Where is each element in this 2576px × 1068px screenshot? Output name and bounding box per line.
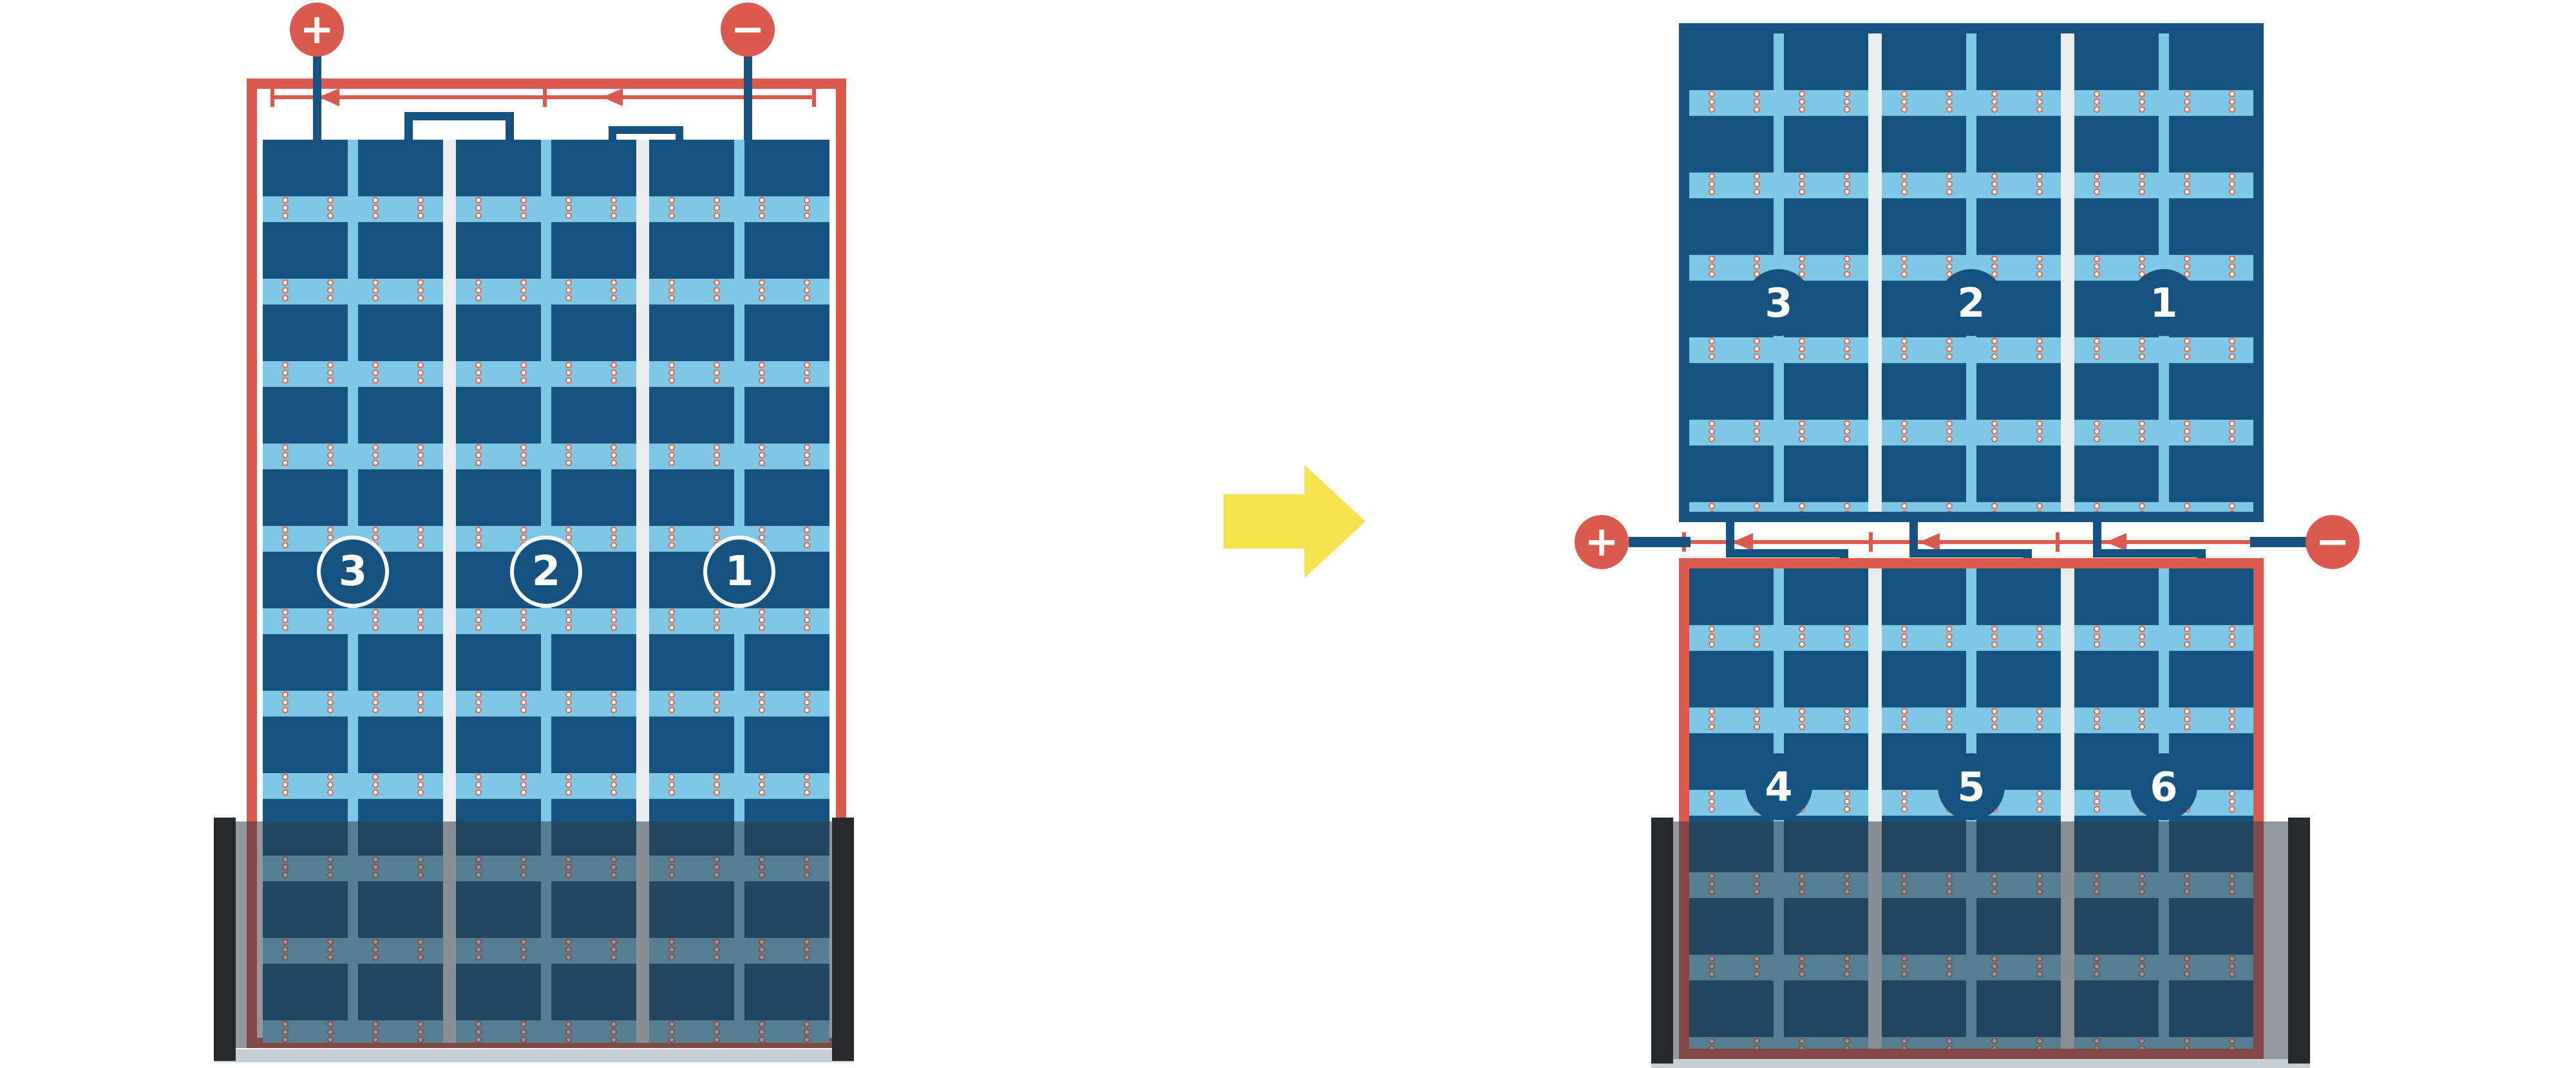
wire-tick (1869, 532, 1873, 552)
panel-number-badge: 3 (317, 536, 389, 608)
shadow-overlay (236, 821, 832, 1048)
shade-post (214, 818, 236, 1061)
panel-number: 5 (1957, 763, 1985, 810)
wire-tick (2056, 532, 2060, 552)
panel-jumper-leg (1909, 522, 1918, 549)
panel-number-badge: 1 (703, 536, 775, 608)
panel-jumper-leg (506, 112, 514, 145)
current-arrow-icon (2106, 533, 2126, 551)
panel-jumper-leg (404, 112, 413, 145)
minus-label: − (2315, 518, 2350, 566)
shade-post (832, 818, 854, 1061)
minus-terminal: − (2306, 515, 2360, 569)
current-flow-line (1636, 540, 2300, 544)
panel-number-badge: 6 (2130, 753, 2197, 820)
panel-number: 1 (724, 548, 754, 595)
shadow-overlay (1673, 821, 2288, 1059)
panel-number: 6 (2150, 763, 2178, 810)
panel-number-badge: 2 (510, 536, 582, 608)
wire-tick (543, 88, 547, 107)
plus-label: + (1584, 518, 1619, 566)
minus-terminal-stem (2250, 537, 2312, 547)
current-arrow-icon (602, 88, 623, 106)
panel-number: 3 (1765, 279, 1793, 326)
panel-number: 3 (338, 548, 368, 595)
panel-number-badge: 1 (2130, 269, 2197, 336)
wire-tick (812, 88, 816, 107)
shade-sill (1651, 1059, 2310, 1068)
minus-terminal: − (721, 3, 775, 57)
plus-terminal: + (1575, 515, 1629, 569)
panel-number: 2 (1957, 279, 1985, 326)
panel-jumper (2093, 549, 2206, 557)
minus-label: − (730, 6, 765, 53)
panel-jumper-leg (1726, 522, 1734, 549)
top-string-frame (1679, 23, 2264, 522)
shade-sill (214, 1049, 854, 1062)
plus-terminal: + (290, 3, 344, 57)
plus-label: + (299, 6, 334, 53)
current-arrow-icon (319, 88, 339, 106)
panel-jumper (404, 112, 514, 120)
panel-number-badge: 4 (1745, 753, 1812, 820)
shade-post (1651, 818, 1673, 1063)
panel-number: 1 (2150, 279, 2178, 326)
pv-column (1689, 33, 1868, 512)
pv-column (1882, 33, 2061, 512)
wire-tick (270, 88, 274, 107)
panel-jumper (1909, 549, 2032, 557)
panel-number: 4 (1765, 763, 1793, 810)
panel-number: 2 (531, 548, 561, 595)
plus-terminal-stem (1629, 537, 1690, 547)
panel-number-badge: 5 (1938, 753, 2005, 820)
panel-jumper-leg (2093, 522, 2101, 549)
panel-number-badge: 3 (1745, 269, 1812, 336)
panel-jumper (1726, 549, 1848, 557)
current-arrow-icon (1919, 533, 1940, 551)
panel-number-badge: 2 (1938, 269, 2005, 336)
current-arrow-icon (1732, 533, 1753, 551)
shade-post (2288, 818, 2310, 1063)
panel-jumper (609, 126, 683, 134)
